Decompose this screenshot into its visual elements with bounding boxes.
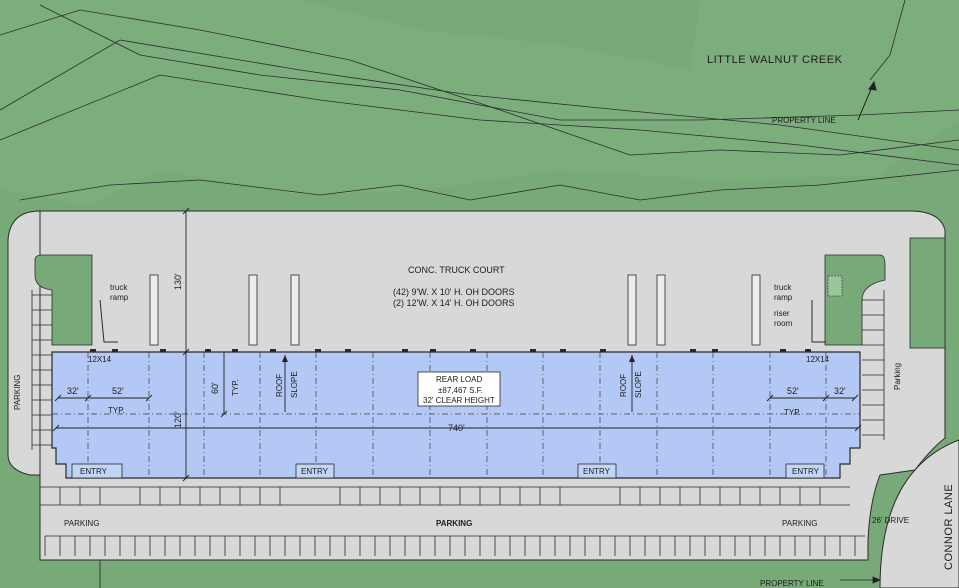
bay-grid	[52, 352, 860, 478]
property-line-top-label: PROPERTY LINE	[772, 116, 836, 125]
building-depth-dim: 120'	[173, 411, 183, 428]
truck-ramp-right-2: ramp	[774, 293, 793, 302]
building-info-box	[417, 371, 501, 407]
topo-lines	[0, 0, 959, 201]
roof-slope-left-2: SLOPE	[290, 371, 299, 398]
truck-court-depth: 130'	[173, 273, 183, 290]
roof-slope-left-1: ROOF	[275, 374, 284, 397]
door-label-right: 12X14	[806, 355, 830, 364]
property-line-top-marker	[857, 80, 877, 121]
bay-end-left-dim: 32'	[67, 386, 79, 396]
entry-label-4: ENTRY	[792, 467, 820, 476]
parking-row-upper	[40, 486, 850, 506]
property-line-bottom-label: PROPERTY LINE	[760, 579, 824, 588]
dock-doors	[90, 349, 811, 352]
riser-box	[827, 275, 843, 297]
bay-depth-typ: TYP.	[231, 379, 240, 396]
truck-trailers	[149, 274, 761, 346]
truck-court-doors-2: (2) 12'W. X 14' H. OH DOORS	[393, 298, 514, 308]
door-label-left: 12X14	[88, 355, 112, 364]
parking-bottom-right-label: PARKING	[782, 519, 817, 528]
truck-ramp-right-1: truck	[774, 283, 792, 292]
creek-slope-area	[0, 0, 959, 205]
building-info-3: 32' CLEAR HEIGHT	[423, 396, 495, 405]
roof-slope-right-2: SLOPE	[634, 371, 643, 398]
north-strip-right	[909, 237, 946, 349]
parking-row-lower	[44, 535, 865, 556]
bay-end-right-dim: 32'	[834, 386, 846, 396]
roof-slope-right-1: ROOF	[619, 374, 628, 397]
drive-label: 26' DRIVE	[872, 516, 909, 525]
building-info-1: REAR LOAD	[436, 375, 482, 384]
building-footprint	[51, 351, 861, 479]
creek-label: LITTLE WALNUT CREEK	[707, 54, 843, 66]
slope-arrows	[282, 355, 635, 362]
entry-label-2: ENTRY	[301, 467, 329, 476]
building-info-2: ±87,467 S.F.	[438, 386, 483, 395]
entry-label-3: ENTRY	[583, 467, 611, 476]
road-label: CONNOR LANE	[943, 484, 955, 570]
typ-left-label: TYP.	[108, 406, 125, 415]
truck-court-doors-1: (42) 9'W. X 10' H. OH DOORS	[393, 287, 514, 297]
bay-width-right-dim: 52'	[787, 386, 799, 396]
riser-room-2: room	[774, 319, 793, 328]
riser-room-1: riser	[774, 309, 790, 318]
parking-stalls-left	[31, 290, 52, 450]
parking-right-label: Parking	[893, 363, 902, 390]
building-length-dim: 740'	[448, 423, 465, 433]
bay-depth-dim: 60'	[210, 382, 220, 394]
parking-left-label: PARKING	[13, 375, 22, 410]
dimension-lines	[52, 207, 862, 482]
typ-right-label: TYP.	[784, 408, 801, 417]
bay-width-left-dim: 52'	[112, 386, 124, 396]
entry-canopies	[71, 463, 825, 479]
island-left	[34, 254, 93, 346]
truck-ramps	[99, 299, 826, 343]
parking-stalls-right	[862, 290, 885, 440]
entry-label-1: ENTRY	[80, 467, 108, 476]
truck-ramp-left-2: ramp	[110, 293, 129, 302]
property-line-bottom	[99, 560, 882, 588]
parking-bottom-left-label: PARKING	[64, 519, 99, 528]
truck-ramp-left-1: truck	[110, 283, 128, 292]
parking-bottom-center-label: PARKING	[436, 519, 472, 528]
truck-court-title: CONC. TRUCK COURT	[408, 265, 505, 275]
pavement-west-edge	[7, 210, 41, 476]
